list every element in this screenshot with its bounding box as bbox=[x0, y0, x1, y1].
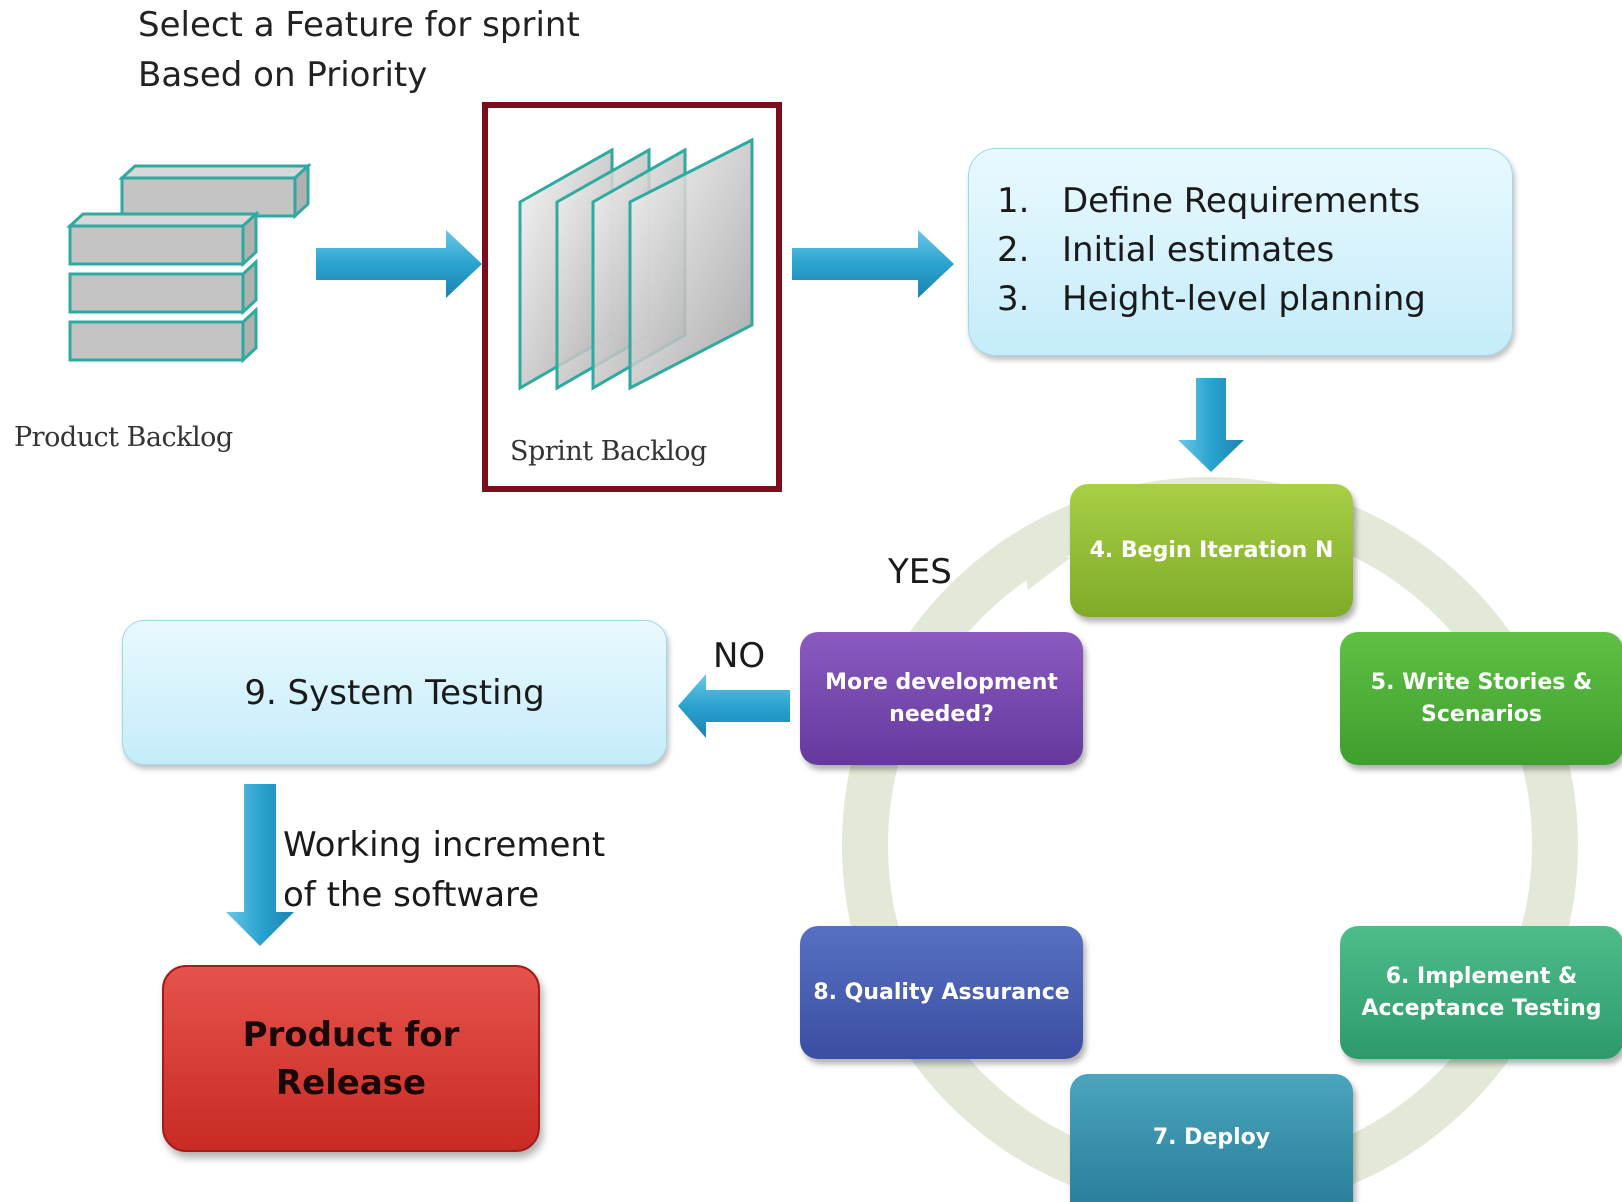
arrow-to-sprint-backlog bbox=[316, 230, 482, 298]
product-backlog-icon bbox=[66, 162, 312, 364]
requirement-text: Define Requirements bbox=[1062, 181, 1421, 221]
working-increment-text: Working increment of the software bbox=[283, 820, 605, 920]
caption-line-1: Select a Feature for sprint bbox=[138, 5, 580, 45]
product-backlog-label: Product Backlog bbox=[14, 422, 233, 453]
increment-line-1: Working increment bbox=[283, 825, 606, 865]
increment-line-2: of the software bbox=[283, 875, 540, 915]
feature-selection-caption: Select a Feature for sprint Based on Pri… bbox=[138, 0, 698, 100]
step-deploy: 7. Deploy bbox=[1070, 1074, 1353, 1202]
arrow-to-requirements bbox=[792, 230, 954, 298]
step-quality-assurance: 8. Quality Assurance bbox=[800, 926, 1083, 1059]
no-label: NO bbox=[713, 636, 766, 676]
requirement-item: 2. Initial estimates bbox=[997, 226, 1512, 275]
arrow-to-begin-iteration bbox=[1178, 378, 1244, 472]
requirement-number: 3. bbox=[997, 279, 1030, 319]
requirement-item: 1. Define Requirements bbox=[997, 177, 1512, 226]
requirements-box: 1. Define Requirements 2. Initial estimate… bbox=[968, 148, 1513, 356]
release-line-2: Release bbox=[275, 1062, 427, 1103]
step-implement-acceptance: 6. Implement & Acceptance Testing bbox=[1340, 926, 1622, 1059]
system-testing-label: 9. System Testing bbox=[244, 672, 545, 713]
system-testing-box: 9. System Testing bbox=[122, 620, 667, 765]
step-write-stories: 5. Write Stories & Scenarios bbox=[1340, 632, 1622, 765]
sprint-backlog-frame bbox=[482, 102, 782, 492]
arrow-no-to-system-testing bbox=[678, 674, 790, 738]
requirement-number: 2. bbox=[997, 230, 1030, 270]
yes-label: YES bbox=[888, 552, 952, 592]
arrow-to-release bbox=[226, 784, 294, 946]
product-for-release-box: Product for Release bbox=[162, 965, 540, 1152]
sprint-backlog-icon bbox=[518, 137, 754, 391]
requirement-text: Height-level planning bbox=[1062, 279, 1426, 319]
requirement-number: 1. bbox=[997, 181, 1030, 221]
decision-more-development: More development needed? bbox=[800, 632, 1083, 765]
requirement-item: 3. Height-level planning bbox=[997, 275, 1512, 324]
requirement-text: Initial estimates bbox=[1062, 230, 1335, 270]
sprint-backlog-label: Sprint Backlog bbox=[510, 436, 707, 467]
release-line-1: Product for bbox=[242, 1014, 460, 1055]
step-begin-iteration: 4. Begin Iteration N bbox=[1070, 484, 1353, 617]
caption-line-2: Based on Priority bbox=[138, 55, 428, 95]
